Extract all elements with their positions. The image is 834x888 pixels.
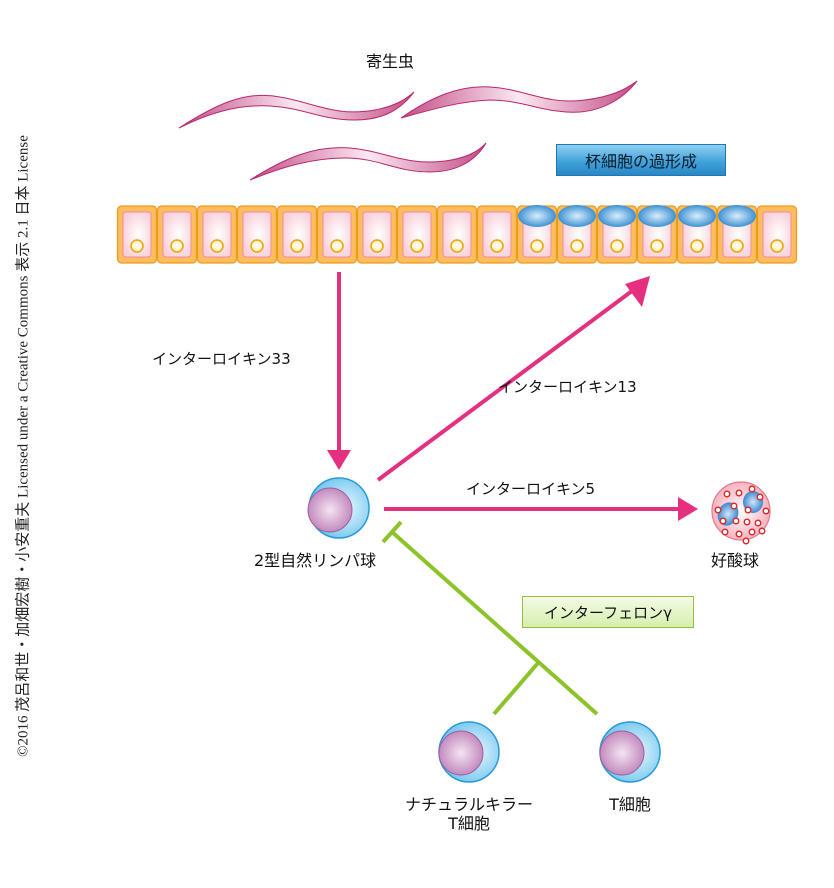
eosinophil-granule — [748, 528, 756, 536]
cell-nucleus — [610, 239, 624, 253]
parasite-worm — [400, 80, 638, 119]
il13-arrowhead — [625, 276, 650, 307]
eosinophil-cell — [711, 481, 771, 545]
goblet-cell — [716, 205, 758, 264]
cell-nucleus — [770, 239, 784, 253]
mucus-granule — [638, 205, 676, 227]
epithelial-cell — [156, 205, 198, 264]
epithelial-cell — [476, 205, 518, 264]
ifn-gamma-box: インターフェロンγ — [522, 596, 694, 628]
il33-arrowhead — [327, 450, 351, 470]
eosinophil-granule — [744, 506, 752, 514]
cell-nucleus — [410, 239, 424, 253]
nkt-label-line2: T細胞 — [448, 814, 490, 834]
goblet-cell — [516, 205, 558, 264]
eosinophil-granule — [748, 485, 756, 493]
parasite-worms — [178, 80, 638, 181]
epithelium-layer — [116, 205, 798, 264]
ifn-gamma-label: インターフェロンγ — [544, 603, 672, 622]
eosinophil-granule — [719, 517, 727, 525]
nkt-cell-label: ナチュラルキラー T細胞 — [396, 795, 542, 833]
cell-nucleus — [530, 239, 544, 253]
goblet-cell — [556, 205, 598, 264]
ifn-gamma-inhibition — [381, 520, 599, 716]
eosinophil-granule — [732, 517, 740, 525]
eosinophil-granule — [754, 519, 762, 527]
epithelial-cell — [276, 205, 318, 264]
copyright-credit: ©2016 茂呂和世・加畑宏樹・小安重夫 Licensed under a Cr… — [15, 135, 32, 757]
cell-nucleus — [370, 239, 384, 253]
eosinophil-granule — [743, 518, 751, 526]
nkt-label-line1: ナチュラルキラー — [404, 795, 533, 814]
parasite-worm — [249, 142, 487, 181]
il5-label: インターロイキン5 — [466, 480, 596, 498]
mucus-granule — [718, 205, 756, 227]
eosinophil-granule — [723, 490, 731, 498]
epithelial-cell — [436, 205, 478, 264]
cell-nucleus — [450, 239, 464, 253]
eosinophil-granule — [714, 506, 722, 514]
t-cell-label: T細胞 — [609, 795, 651, 814]
epithelial-cell — [316, 205, 358, 264]
eosinophil-granule — [758, 527, 766, 535]
t-cell — [599, 721, 661, 783]
cell-nucleus — [650, 239, 664, 253]
inhibition-branch-line — [492, 661, 540, 716]
cell-nucleus — [490, 239, 504, 253]
cell-nucleus — [210, 239, 224, 253]
eosinophil-granule — [735, 530, 743, 538]
epithelial-cell — [236, 205, 278, 264]
epithelial-cell — [196, 205, 238, 264]
goblet-hyperplasia-label: 杯細胞の過形成 — [584, 152, 697, 171]
parasite-label: 寄生虫 — [366, 52, 415, 71]
cell-nucleus — [170, 239, 184, 253]
mucus-granule — [678, 205, 716, 227]
eosinophil-granule — [730, 502, 738, 510]
eosinophil-granule — [742, 537, 750, 545]
il13-arrow — [376, 286, 638, 482]
cell-nucleus — [290, 239, 304, 253]
cell-nucleus — [330, 239, 344, 253]
cell-nucleus — [250, 239, 264, 253]
goblet-cell — [676, 205, 718, 264]
epithelial-cell — [116, 205, 158, 264]
eosinophil-granule — [756, 493, 764, 501]
ilc2-label: 2型自然リンパ球 — [254, 551, 377, 570]
mucus-granule — [518, 205, 556, 227]
inhibition-main-line — [390, 530, 599, 716]
mucus-granule — [558, 205, 596, 227]
eosinophil-granule — [762, 507, 770, 515]
nkt-cell — [438, 721, 500, 783]
epithelial-cell — [396, 205, 438, 264]
goblet-cell — [636, 205, 678, 264]
epithelial-cell — [356, 205, 398, 264]
il5-arrowhead — [678, 497, 698, 521]
il13-label: インターロイキン13 — [498, 378, 637, 396]
mucus-granule — [598, 205, 636, 227]
eosinophil-label: 好酸球 — [711, 551, 760, 570]
goblet-hyperplasia-box: 杯細胞の過形成 — [556, 144, 726, 176]
cell-nucleus — [130, 239, 144, 253]
epithelial-cell — [756, 205, 798, 264]
cell-nucleus — [730, 239, 744, 253]
eosinophil-granule — [735, 489, 743, 497]
ilc2-cell — [307, 477, 370, 539]
eosinophil-granule — [721, 528, 729, 536]
cell-nucleus — [570, 239, 584, 253]
cell-nucleus — [690, 239, 704, 253]
inhibition-bar — [381, 520, 403, 544]
parasite-worm — [178, 91, 415, 129]
il33-label: インターロイキン33 — [152, 350, 291, 368]
goblet-cell — [596, 205, 638, 264]
